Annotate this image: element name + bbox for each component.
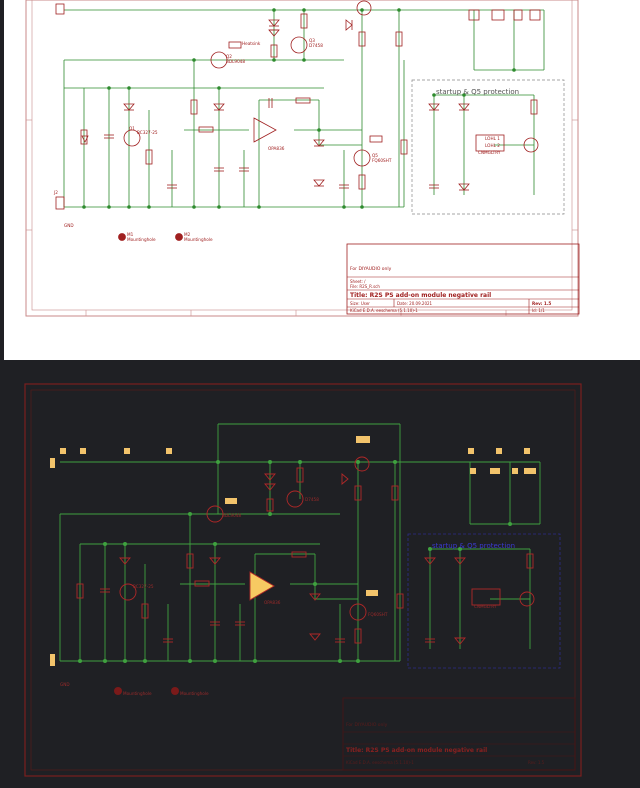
label-mounting1-dark: Mountinghole bbox=[123, 691, 152, 696]
startup-title: startup & Q5 protection bbox=[436, 88, 519, 96]
sheet-frame bbox=[25, 0, 579, 317]
label-q1-part-dark: BC327-25 bbox=[133, 584, 154, 589]
label-q2: Q2 bbox=[226, 54, 232, 59]
startup-title-dark: startup & Q5 protection bbox=[432, 542, 515, 550]
label-q2-part: BDL9048 bbox=[226, 59, 245, 64]
dark-sheet-inner-frame bbox=[30, 389, 576, 771]
title-block-dark: For DIYAUDIO only Title: R2S PS add-on m… bbox=[342, 697, 576, 771]
dark-schematic-panel: startup & Q5 protection BC327-25 BDL9048… bbox=[0, 364, 640, 788]
light-schematic-svg: startup & Q5 protection Q1 BC327-25 Q2 B… bbox=[25, 0, 580, 317]
startup-box-dark bbox=[407, 533, 561, 669]
connector-pads-dark bbox=[50, 436, 536, 666]
title-block-sheet: Sheet: / bbox=[350, 279, 366, 284]
dark-sheet-frame bbox=[24, 383, 582, 777]
label-mounting2: Mountinghole bbox=[184, 237, 213, 242]
title-block-for: For DIYAUDIO only bbox=[350, 266, 392, 272]
mounting-hole-2-dark bbox=[171, 687, 179, 695]
title-block: For DIYAUDIO only Sheet: / File: R2S_R.s… bbox=[346, 243, 580, 315]
label-u2-part-dark: CNMGLTRY bbox=[474, 604, 497, 609]
label-q2-part-dark: BDL9048 bbox=[222, 513, 241, 518]
title-block-for-dark: For DIYAUDIO only bbox=[346, 722, 388, 728]
label-heatsink: Heatsink bbox=[242, 41, 261, 46]
label-lohl2: LOHL 2 bbox=[485, 143, 500, 148]
label-q3-part-dark: D7458 bbox=[305, 497, 319, 502]
label-m1: M1 bbox=[127, 232, 134, 237]
startup-box bbox=[411, 79, 565, 215]
label-mounting1: Mountinghole bbox=[127, 237, 156, 242]
label-mounting2-dark: Mountinghole bbox=[180, 691, 209, 696]
label-q1-part: BC327-25 bbox=[137, 130, 158, 135]
component-labels-dark: BC327-25 BDL9048 D7458 OPA836 FQ60SHT CN… bbox=[60, 497, 497, 696]
dark-schematic-svg: startup & Q5 protection BC327-25 BDL9048… bbox=[24, 383, 582, 777]
title-block-title: Title: R2S PS add-on module negative rai… bbox=[350, 292, 491, 299]
label-u2-part: CNMGLTRY bbox=[478, 150, 501, 155]
label-q1: Q1 bbox=[129, 126, 135, 131]
light-schematic-panel: startup & Q5 protection Q1 BC327-25 Q2 B… bbox=[4, 0, 640, 360]
component-labels-light: Q1 BC327-25 Q2 BDL9048 Q3 D7458 OPA836 Q… bbox=[53, 38, 501, 242]
label-u1-part: OPA836 bbox=[268, 146, 285, 151]
title-block-size: Size: User bbox=[350, 301, 370, 306]
sheet-inner-frame bbox=[31, 0, 573, 311]
junctions-dark bbox=[78, 460, 512, 663]
label-gnd: GND bbox=[64, 223, 74, 228]
title-block-title-dark: Title: R2S PS add-on module negative rai… bbox=[346, 747, 487, 754]
mounting-hole-1-dark bbox=[114, 687, 122, 695]
title-block-date: Date: 20.09.2021 bbox=[397, 301, 433, 306]
label-q3-part: D7458 bbox=[309, 43, 323, 48]
junctions-light bbox=[82, 8, 516, 209]
label-u1-part-dark: OPA836 bbox=[264, 600, 281, 605]
title-block-rev: Rev: 1.5 bbox=[532, 301, 551, 306]
components-light bbox=[55, 0, 541, 241]
label-j2: J2 bbox=[53, 190, 58, 195]
wires-light bbox=[63, 9, 545, 208]
title-block-kicad: KiCad E.D.A. eeschema (5.1.10)-1 bbox=[350, 308, 418, 313]
label-gnd-dark: GND bbox=[60, 682, 70, 687]
opamp-u1-dark bbox=[249, 571, 275, 601]
frame-ticks bbox=[26, 119, 578, 316]
label-q3: Q3 bbox=[309, 38, 315, 43]
label-q5: Q5 bbox=[372, 153, 378, 158]
components-dark bbox=[76, 456, 535, 645]
label-q5-part: FQ60SHT bbox=[372, 158, 392, 163]
title-block-rev-dark: Rev: 1.5 bbox=[528, 760, 545, 765]
title-block-kicad-dark: KiCad E.D.A. eeschema (5.1.10)-1 bbox=[346, 760, 414, 765]
title-block-id: Id: 1/1 bbox=[532, 308, 545, 313]
title-block-file: File: R2S_R.sch bbox=[350, 284, 380, 289]
label-q5-part-dark: FQ60SHT bbox=[368, 612, 388, 617]
label-lohl1: LOHL 1 bbox=[485, 136, 500, 141]
label-m2: M2 bbox=[184, 232, 191, 237]
